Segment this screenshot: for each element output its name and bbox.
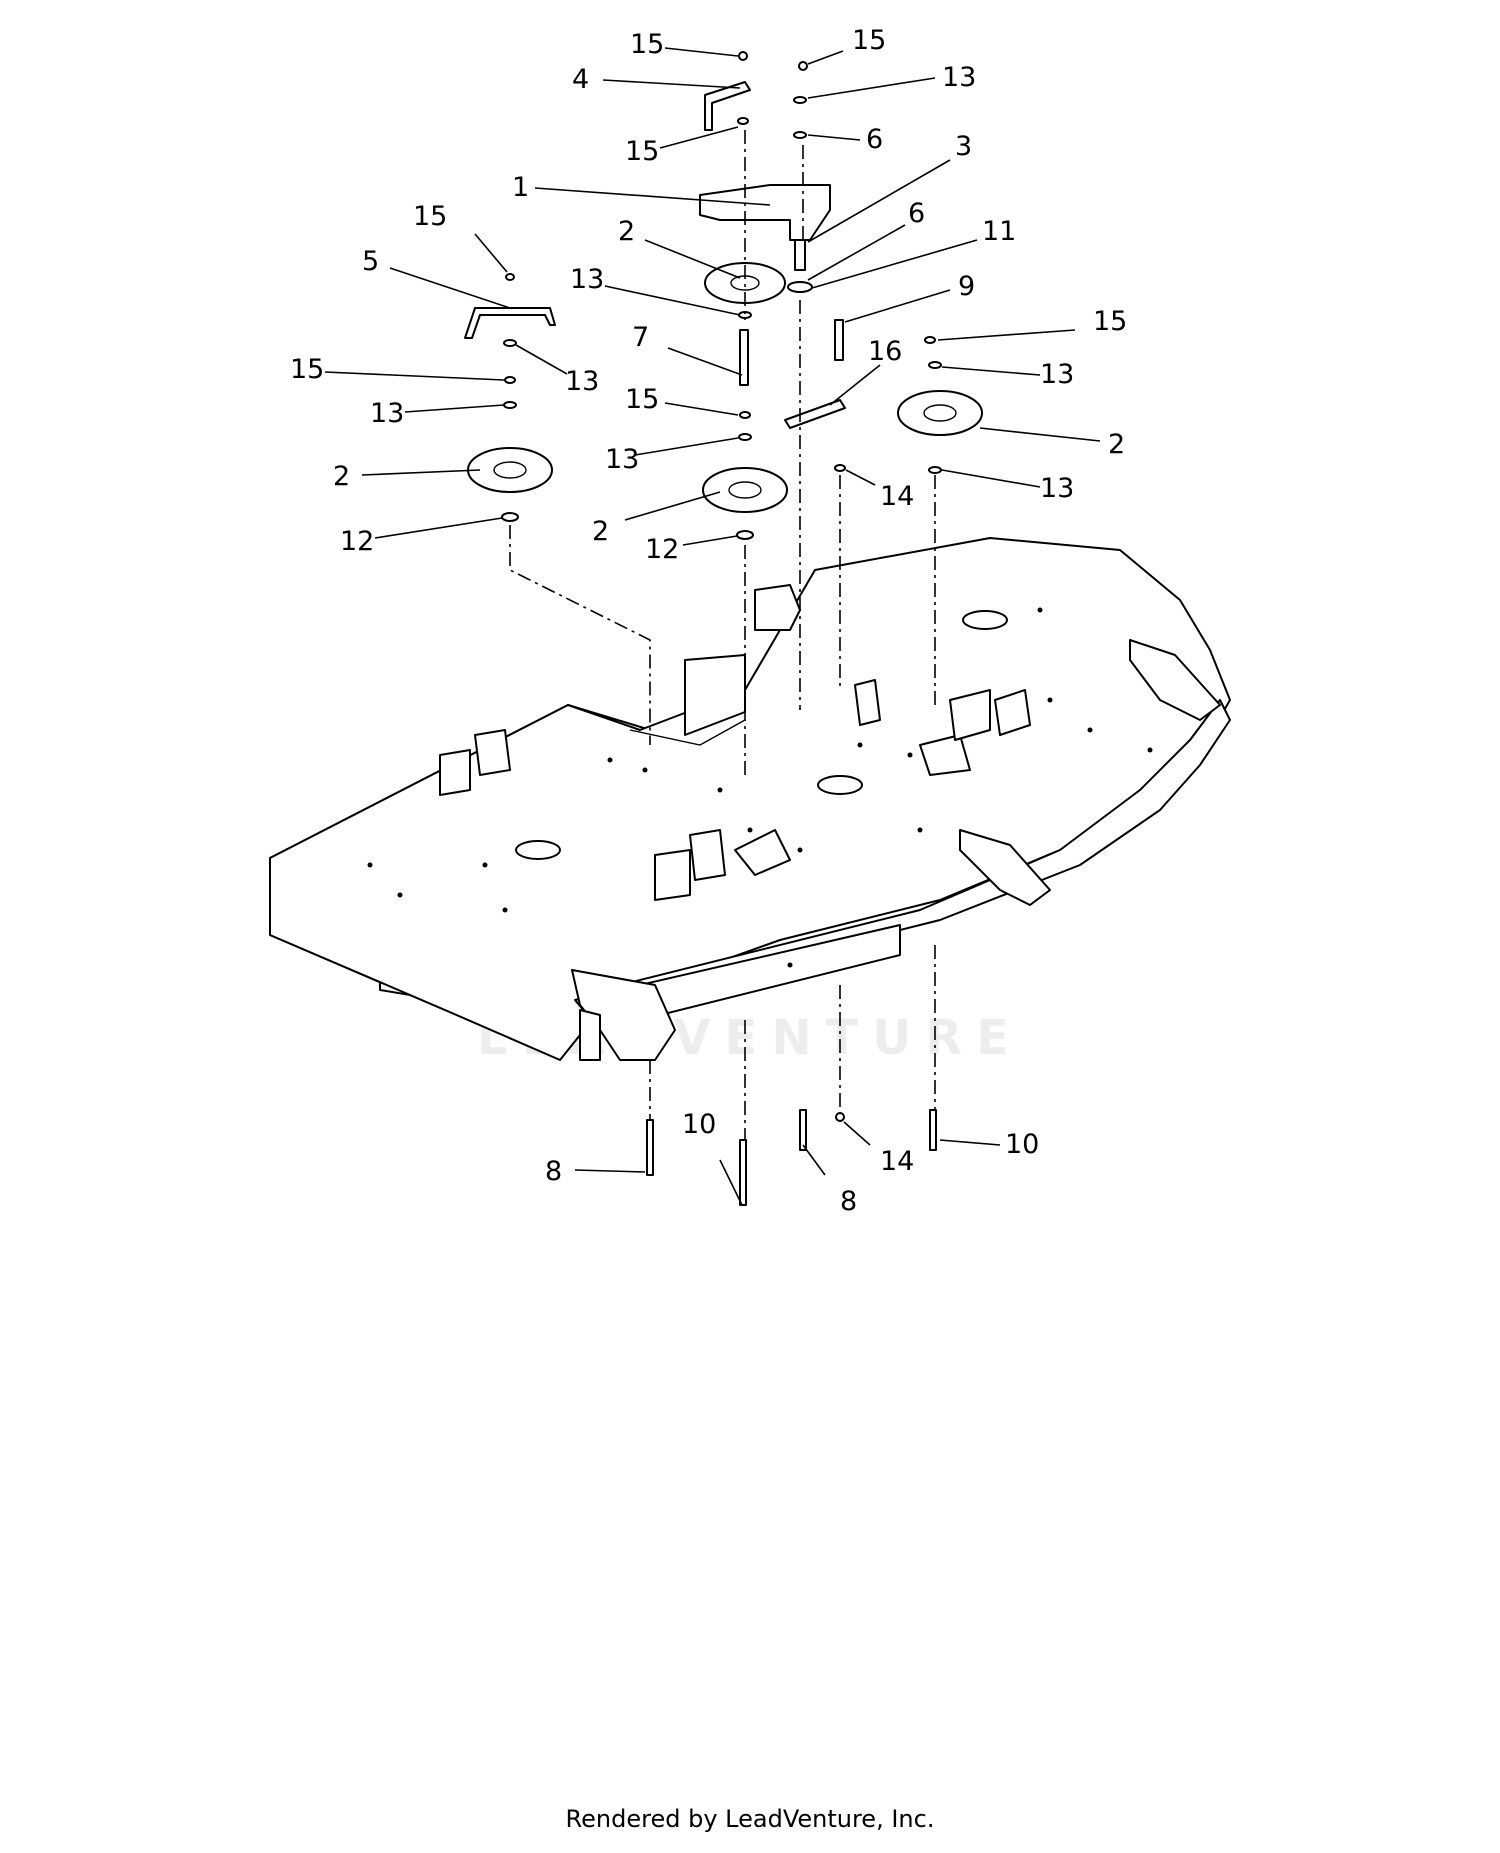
callout-16: 16 xyxy=(868,336,902,367)
callout-15-b: 15 xyxy=(625,136,659,167)
callout-13-f: 13 xyxy=(605,444,639,475)
callout-14-top: 14 xyxy=(880,481,914,512)
callout-6-b: 6 xyxy=(908,198,925,229)
callout-15-d: 15 xyxy=(1093,306,1127,337)
callout-2-left: 2 xyxy=(333,461,350,492)
center-lines xyxy=(509,130,936,1140)
callout-1: 1 xyxy=(512,172,529,203)
callout-13-e: 13 xyxy=(370,398,404,429)
callout-13-a: 13 xyxy=(942,62,976,93)
callout-5: 5 xyxy=(362,246,379,277)
callout-12-left: 12 xyxy=(340,526,374,557)
mower-deck xyxy=(269,537,1231,1061)
callout-6-a: 6 xyxy=(866,124,883,155)
callout-12-middle: 12 xyxy=(645,534,679,565)
callout-15-c: 15 xyxy=(413,201,447,232)
upper-parts xyxy=(464,51,983,540)
callout-10-middle: 10 xyxy=(682,1109,716,1140)
callout-2-top: 2 xyxy=(618,216,635,247)
callout-7: 7 xyxy=(632,322,649,353)
lower-hardware xyxy=(646,1109,937,1206)
rendered-by-footer: Rendered by LeadVenture, Inc. xyxy=(565,1805,935,1833)
callout-4: 4 xyxy=(572,64,589,95)
callout-14-bottom: 14 xyxy=(880,1146,914,1177)
callout-8-left: 8 xyxy=(545,1156,562,1187)
callout-15-f: 15 xyxy=(625,384,659,415)
callout-15-top-left: 15 xyxy=(630,29,664,60)
callout-10-right: 10 xyxy=(1005,1129,1039,1160)
callout-8-middle: 8 xyxy=(840,1186,857,1217)
callout-13-d: 13 xyxy=(1040,359,1074,390)
callout-3: 3 xyxy=(955,131,972,162)
callout-2-right: 2 xyxy=(1108,429,1125,460)
callout-11: 11 xyxy=(982,216,1016,247)
callout-13-g: 13 xyxy=(1040,473,1074,504)
leader-lines xyxy=(324,47,1101,1206)
callout-15-top-right: 15 xyxy=(852,25,886,56)
callout-15-e: 15 xyxy=(290,354,324,385)
callout-2-middle: 2 xyxy=(592,516,609,547)
callout-13-b: 13 xyxy=(570,264,604,295)
callout-numbers: 15 15 4 13 15 6 3 1 6 2 11 15 5 13 9 15 … xyxy=(290,25,1127,1217)
callout-13-c: 13 xyxy=(565,366,599,397)
callout-9: 9 xyxy=(958,271,975,302)
